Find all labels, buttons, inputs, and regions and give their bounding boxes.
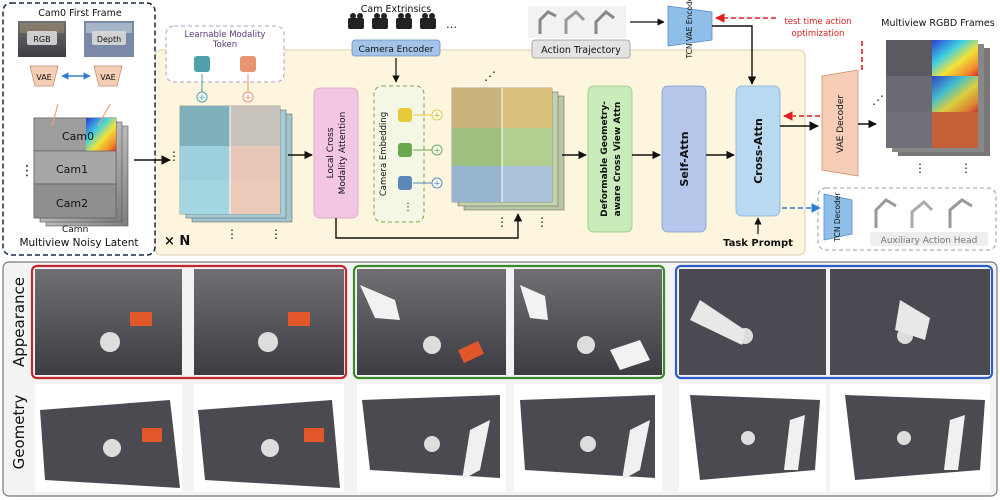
local-attn-label-2: Modality Attention <box>338 112 348 195</box>
self-attn-label: Self-Attn <box>678 131 691 186</box>
svg-text:…: … <box>446 18 457 31</box>
noisy-latent-stack: Cam0 Cam1 Cam2 ⋮ Camn <box>20 103 129 235</box>
test-time-opt-label-2: optimization <box>792 29 845 39</box>
cam-embed-yellow <box>398 108 412 122</box>
learnable-token-label-2: Token <box>212 40 237 50</box>
svg-text:+: + <box>198 93 206 103</box>
action-trajectory-robots <box>528 6 626 38</box>
depth-label: Depth <box>97 35 121 44</box>
action-trajectory-label: Action Trajectory <box>541 45 621 56</box>
svg-text:⋮: ⋮ <box>403 202 413 213</box>
depth-frame-image: Depth <box>84 21 134 57</box>
vae-encoder-right: VAE <box>93 65 123 87</box>
cam-extrinsics-label: Cam Extrinsics <box>361 4 431 15</box>
cam0-label: Cam0 <box>62 130 94 143</box>
add-token-rgb <box>196 91 208 103</box>
residual-bypass-arrow <box>335 213 523 239</box>
multiview-rgbd-label: Multiview RGBD Frames <box>881 18 995 29</box>
tcn-vae-encoder <box>667 5 713 47</box>
learnable-token-label-1: Learnable Modality <box>185 30 266 40</box>
camn-label: Camn <box>62 225 88 235</box>
svg-text:+: + <box>433 179 441 189</box>
rgb-label: RGB <box>33 35 50 44</box>
appearance-row-label: Appearance <box>10 277 28 367</box>
svg-text:⋮: ⋮ <box>226 227 238 241</box>
svg-text:⋮: ⋮ <box>270 227 282 241</box>
multiview-noisy-latent-label: Multiview Noisy Latent <box>19 237 138 249</box>
camera-view-3-frame <box>674 264 994 380</box>
svg-text:⋰: ⋰ <box>872 93 884 107</box>
vae-decoder <box>821 69 859 177</box>
add-token-depth <box>242 91 254 103</box>
deform-attn-label-1: Deformable Geometry- <box>600 101 610 217</box>
cam1-label: Cam1 <box>56 163 88 176</box>
svg-text:+: + <box>433 146 441 156</box>
geometry-images <box>35 384 990 492</box>
cam0-first-frame-label: Cam0 First Frame <box>38 8 122 19</box>
svg-text:⋮: ⋮ <box>960 161 972 175</box>
tcn-vae-encoder-label: TCN VAE Encoder <box>685 0 694 59</box>
geometry-row-label: Geometry <box>10 394 28 469</box>
vae-right-label: VAE <box>100 73 116 82</box>
tcn-decoder <box>823 193 853 241</box>
camera-embedded-stack: ⋰ ⋮ ⋮ <box>451 69 565 229</box>
cross-attention-block <box>735 85 781 217</box>
svg-text:+: + <box>433 111 441 121</box>
svg-text:⋮: ⋮ <box>168 149 180 163</box>
cam-embed-green <box>398 143 412 157</box>
vae-encoder-left: VAE <box>29 65 59 87</box>
task-prompt-label: Task Prompt <box>723 238 793 249</box>
cross-attn-label: Cross-Attn <box>752 118 765 184</box>
rgb-frame-image: RGB <box>18 21 66 57</box>
camera-embedding-label: Camera Embedding <box>379 112 389 196</box>
camera-icons: … <box>348 13 457 31</box>
camera-encoder-label: Camera Encoder <box>359 45 434 55</box>
cam-embed-blue <box>398 176 412 190</box>
appearance-images <box>35 269 990 375</box>
token-rgb <box>194 56 210 72</box>
arrow-tcn-to-crossattn <box>712 25 757 85</box>
local-attn-label-1: Local Cross <box>326 127 336 178</box>
test-time-opt-label-1: test time action <box>784 17 851 27</box>
cam2-label: Cam2 <box>56 197 88 210</box>
vae-decoder-label: VAE Decoder <box>836 95 846 153</box>
self-attention-block <box>661 85 707 233</box>
svg-text:⋮: ⋮ <box>914 161 926 175</box>
local-cross-modality-attention <box>313 87 359 219</box>
tcn-decoder-label: TCN Decoder <box>833 192 842 243</box>
tokenized-latent-stack: ⋮ ⋮ ⋮ <box>168 105 293 241</box>
auxiliary-action-head-label: Auxiliary Action Head <box>881 236 978 246</box>
repeat-n-label: × N <box>164 234 190 249</box>
svg-text:+: + <box>244 93 252 103</box>
deform-attn-label-2: aware Cross View Attn <box>613 102 623 217</box>
camera-encoder-box <box>351 39 441 57</box>
camera-view-2-frame <box>352 264 666 380</box>
vae-left-label: VAE <box>36 73 52 82</box>
deformable-cross-view-attention <box>587 85 633 233</box>
svg-text:⋮: ⋮ <box>20 163 34 179</box>
multiview-rgbd-frames: ⋰ ⋮ ⋮ <box>872 40 990 175</box>
action-trajectory-box <box>531 39 631 59</box>
svg-text:⋰: ⋰ <box>484 69 496 83</box>
svg-text:⋮: ⋮ <box>536 215 548 229</box>
aux-action-robots <box>874 198 973 228</box>
token-depth <box>240 56 256 72</box>
camera-view-1-frame <box>30 264 348 380</box>
svg-text:⋮: ⋮ <box>496 215 508 229</box>
